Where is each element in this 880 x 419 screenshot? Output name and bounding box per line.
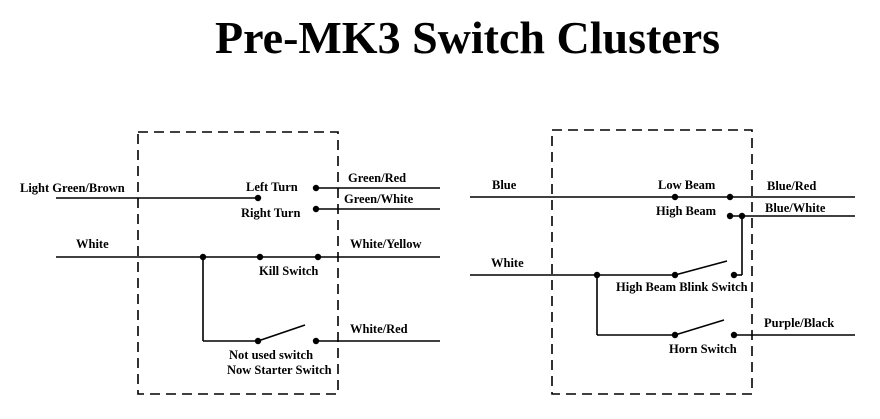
low-beam-terminal xyxy=(726,193,734,201)
label-green-red: Green/Red xyxy=(348,171,406,185)
label-green-white: Green/White xyxy=(344,192,414,206)
label-high-beam: High Beam xyxy=(656,204,717,218)
label-blue-white: Blue/White xyxy=(765,201,826,215)
label-blue: Blue xyxy=(492,178,517,192)
label-white-left-cluster: White xyxy=(76,237,109,251)
diagram-title: Pre-MK3 Switch Clusters xyxy=(214,12,721,63)
label-low-beam: Low Beam xyxy=(658,178,716,192)
label-white-right-cluster: White xyxy=(491,256,524,270)
horn-switch-contact xyxy=(674,319,725,336)
right-cluster-housing xyxy=(551,129,753,395)
label-right-turn: Right Turn xyxy=(241,206,300,220)
label-blue-red: Blue/Red xyxy=(767,179,816,193)
blink-switch-contact xyxy=(674,260,728,276)
turn-switch-common-terminal xyxy=(254,194,262,202)
label-purple-black: Purple/Black xyxy=(764,316,834,330)
dip-switch-common-terminal xyxy=(671,193,679,201)
kill-switch-terminal-a xyxy=(256,253,264,261)
label-white-red: White/Red xyxy=(350,322,408,336)
label-light-green-brown: Light Green/Brown xyxy=(20,181,125,195)
left-turn-terminal xyxy=(312,184,320,192)
flash-link-node xyxy=(738,212,746,220)
label-kill-switch: Kill Switch xyxy=(259,264,318,278)
left-cluster-housing xyxy=(137,131,339,395)
starter-switch-contact xyxy=(257,324,306,342)
label-starter-switch: Now Starter Switch xyxy=(227,363,332,377)
label-white-yellow: White/Yellow xyxy=(350,237,422,251)
left-switch-cluster: Light Green/Brown Green/Red Green/White … xyxy=(20,131,440,395)
right-switch-cluster: Blue Low Beam Blue/Red High Beam Blue/Wh… xyxy=(470,129,855,395)
label-horn-switch: Horn Switch xyxy=(669,342,737,356)
kill-switch-terminal-b xyxy=(314,253,322,261)
right-turn-terminal xyxy=(312,205,320,213)
label-left-turn: Left Turn xyxy=(246,180,298,194)
label-high-beam-blink: High Beam Blink Switch xyxy=(616,280,748,294)
label-not-used-switch: Not used switch xyxy=(229,348,313,362)
